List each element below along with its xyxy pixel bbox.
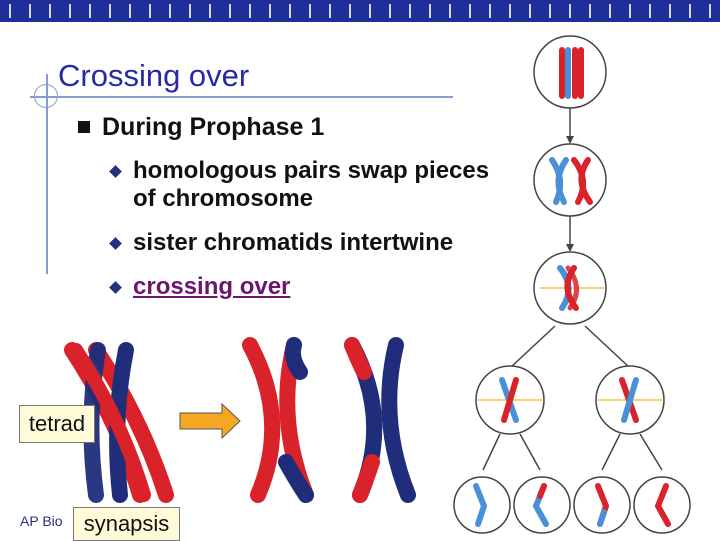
sub-bullet-text: homologous pairs swap pieces of chromoso… — [133, 157, 490, 212]
red-segment — [352, 454, 380, 503]
sub-bullet-1: homologous pairs swap pieces of chromoso… — [109, 157, 511, 213]
main-bullet: During Prophase 1 — [78, 113, 324, 142]
crosshair-icon — [34, 84, 58, 108]
sub-bullet-2: sister chromatids intertwine — [109, 229, 511, 257]
red-chromatid — [69, 343, 151, 502]
blue-chromatid — [381, 337, 416, 503]
red-chromatid — [242, 337, 281, 503]
footer-text: AP Bio — [20, 513, 63, 529]
blue-segment — [284, 337, 308, 380]
arrow-icon — [179, 402, 241, 440]
red-segment — [344, 337, 372, 380]
meiosis-diagram — [453, 35, 691, 534]
red-chromatid — [88, 342, 174, 503]
tetrad-label: tetrad — [19, 405, 95, 443]
main-bullet-text: During Prophase 1 — [102, 113, 325, 141]
synapsis-label: synapsis — [73, 507, 180, 541]
blue-segment — [278, 454, 314, 503]
slide-title: Crossing over — [58, 58, 250, 93]
banner-pattern — [0, 4, 720, 18]
sub-bullet-text: sister chromatids intertwine — [133, 229, 454, 256]
square-bullet-icon — [78, 121, 90, 133]
top-banner — [0, 0, 720, 22]
sub-bullet-3: crossing over — [109, 273, 511, 301]
crossing-over-link[interactable]: crossing over — [133, 273, 291, 300]
title-vertical-rule — [46, 74, 48, 274]
title-underline — [30, 96, 453, 98]
